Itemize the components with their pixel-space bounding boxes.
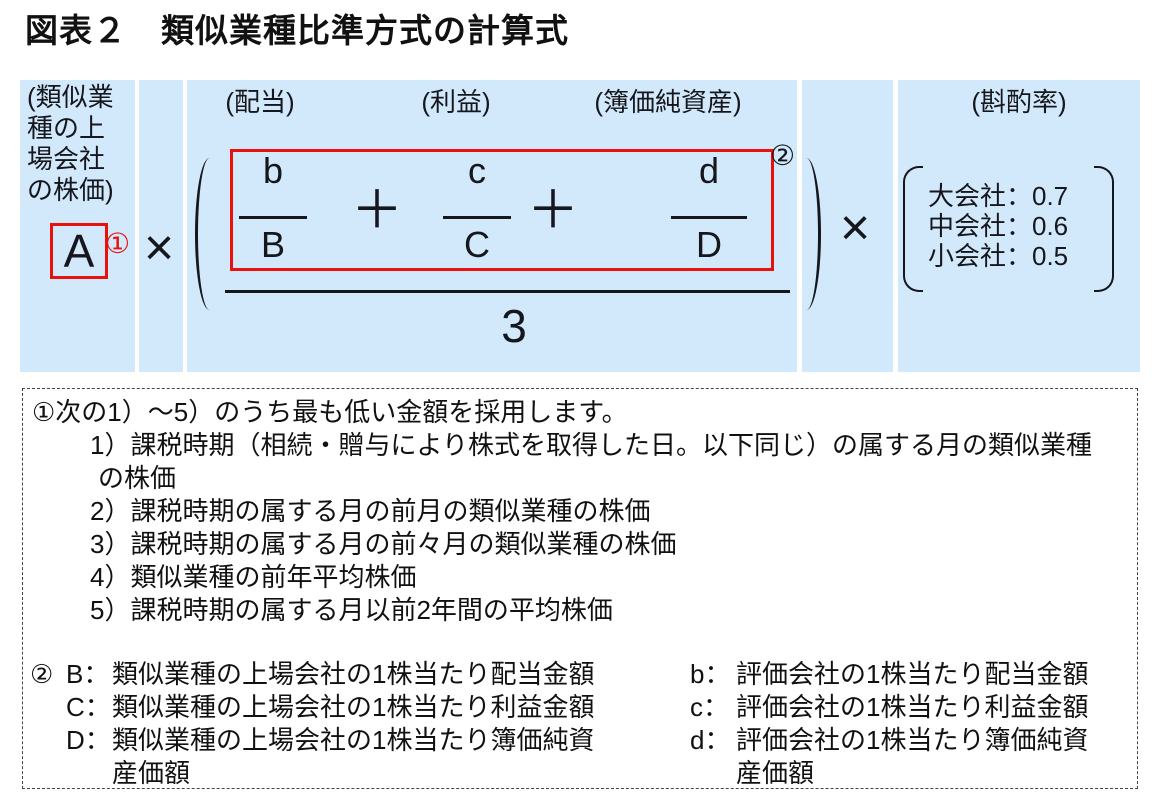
definition-row-b: b： 評価会社の1株当たり配当金額 — [690, 658, 1088, 691]
listed-company-stock-price-label: (類似業 種の上 場会社 の株価) — [27, 82, 114, 205]
note2-left-column: ② B： 類似業種の上場会社の1株当たり配当金額 C： 類似業種の上場会社の1株… — [30, 658, 690, 790]
rate-bracket-close — [1094, 166, 1114, 292]
note2-marker: ② — [30, 659, 54, 689]
rate-small-company: 小会社：0.5 — [928, 241, 1069, 271]
variable-a-box: A — [50, 223, 108, 279]
rate-large-company: 大会社：0.7 — [928, 181, 1069, 211]
definition-text-D: 類似業種の上場会社の1株当たり簿価純資 産価額 — [112, 725, 595, 788]
definition-text-B: 類似業種の上場会社の1株当たり配当金額 — [112, 659, 595, 689]
definition-label-D: D： — [66, 725, 111, 755]
ratio-highlight-frame: b B ＋ c C ＋ d D — [230, 149, 774, 271]
dividend-fraction: b B — [235, 150, 311, 265]
big-paren-open — [195, 158, 224, 310]
definition-text-d: 評価会社の1株当たり簿価純資 産価額 — [736, 725, 1089, 788]
note2-marker-circled-2: ② — [770, 140, 796, 171]
definition-row-d: d： 評価会社の1株当たり簿価純資 産価額 — [690, 724, 1088, 790]
definition-label-B: B： — [66, 659, 110, 689]
figure-title: 図表２ 類似業種比準方式の計算式 — [25, 12, 569, 49]
variable-a: A — [63, 225, 95, 277]
fraction-bar — [239, 216, 307, 219]
note2-right-column: b： 評価会社の1株当たり配当金額 c： 評価会社の1株当たり利益金額 d： 評… — [690, 658, 1088, 790]
note1-item-4: 4）類似業種の前年平均株価 — [90, 562, 417, 592]
note1-item-3: 3）課税時期の属する月の前々月の類似業種の株価 — [90, 529, 677, 559]
profit-header: (利益) — [421, 87, 491, 117]
panel-column-2-background — [139, 80, 183, 372]
definition-text-c: 評価会社の1株当たり利益金額 — [736, 692, 1089, 722]
fraction-numerator-d: d — [698, 150, 720, 191]
note1-item-5: 5）課税時期の属する月以前2年間の平均株価 — [90, 595, 613, 625]
note1-item-1: 1）課税時期（相続・贈与により株式を取得した日。以下同じ）の属する月の類似業種 — [90, 430, 1092, 460]
average-fraction-bar — [225, 290, 790, 293]
note1-item-1-continued: の株価 — [98, 463, 177, 493]
fraction-denominator-C: C — [464, 224, 490, 265]
blank-line — [30, 627, 1131, 658]
fraction-bar — [671, 216, 747, 219]
fraction-bar — [443, 216, 511, 219]
plus-sign-2: ＋ — [527, 182, 580, 240]
panel-column-1-background — [20, 80, 135, 372]
note1-item-2: 2）課税時期の属する月の前月の類似業種の株価 — [90, 496, 651, 526]
fraction-numerator-c: c — [468, 150, 486, 191]
dividend-header: (配当) — [225, 87, 295, 117]
book-value-header: (簿価純資産) — [594, 87, 742, 117]
definition-label-c: c： — [690, 692, 730, 722]
multiply-sign-2: × — [839, 199, 871, 257]
definition-row-C: C： 類似業種の上場会社の1株当たり利益金額 — [30, 691, 690, 724]
definition-text-C: 類似業種の上場会社の1株当たり利益金額 — [112, 692, 595, 722]
fraction-denominator-B: B — [260, 224, 285, 265]
definition-row-c: c： 評価会社の1株当たり利益金額 — [690, 691, 1088, 724]
definition-text-b: 評価会社の1株当たり配当金額 — [736, 659, 1089, 689]
panel-column-5-background — [898, 80, 1140, 372]
panel-column-3-background — [187, 80, 797, 372]
fraction-denominator-D: D — [696, 224, 722, 265]
rate-bracket-open — [903, 166, 923, 292]
multiply-sign-1: × — [143, 219, 175, 277]
definition-label-d: d： — [690, 725, 731, 755]
definition-row-B: ② B： 類似業種の上場会社の1株当たり配当金額 — [30, 658, 690, 691]
big-paren-close — [792, 158, 821, 310]
definition-row-D: D： 類似業種の上場会社の1株当たり簿価純資 産価額 — [30, 724, 690, 790]
notes-box: ①次の1）～5）のうち最も低い金額を採用します。 1）課税時期（相続・贈与により… — [22, 388, 1138, 789]
note1-marker-circled-1: ① — [105, 228, 131, 259]
denominator-three: 3 — [501, 300, 527, 352]
definition-label-b: b： — [690, 659, 731, 689]
profit-fraction: c C — [439, 150, 515, 265]
note1-intro-line: ①次の1）～5）のうち最も低い金額を採用します。 — [32, 397, 628, 427]
formula-panel: (類似業 種の上 場会社 の株価) A ① × (配当) (利益) (簿価純資産… — [20, 80, 1140, 372]
rate-medium-company: 中会社：0.6 — [928, 211, 1069, 241]
fraction-numerator-b: b — [262, 150, 284, 191]
note2-section: ② B： 類似業種の上場会社の1株当たり配当金額 C： 類似業種の上場会社の1株… — [30, 658, 1131, 790]
adjustment-rate-header: (斟酌率) — [971, 87, 1067, 117]
plus-sign-1: ＋ — [351, 182, 404, 240]
definition-label-C: C： — [66, 692, 111, 722]
book-value-fraction: d D — [667, 150, 751, 265]
